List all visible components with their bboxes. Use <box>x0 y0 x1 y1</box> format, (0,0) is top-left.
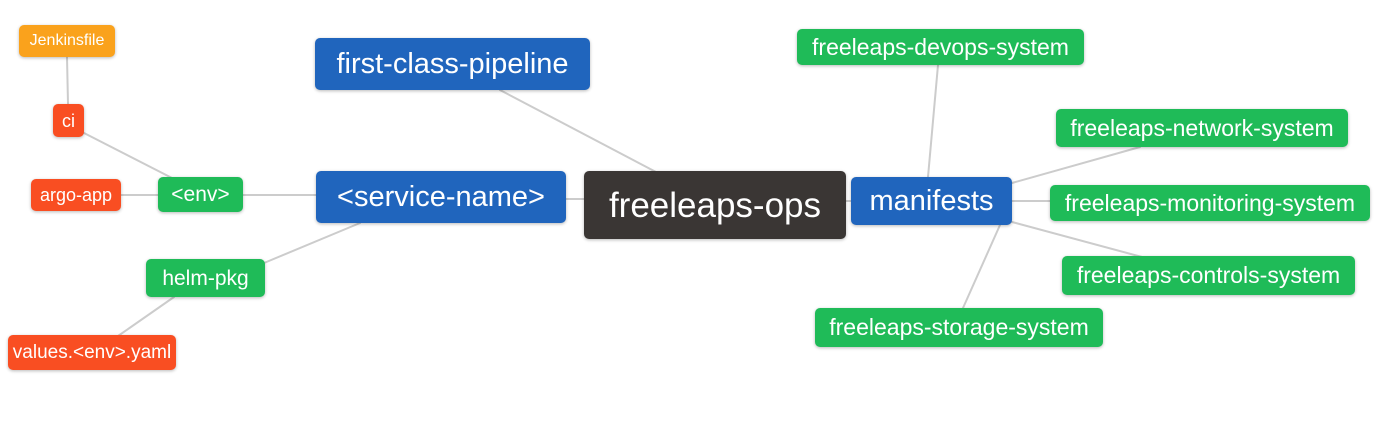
node-jenkinsfile[interactable]: Jenkinsfile <box>19 25 115 57</box>
edge-helm-pkg-values <box>117 296 175 337</box>
edge-first-class-pipeline-root <box>499 89 657 173</box>
node-freeleaps-controls-system[interactable]: freeleaps-controls-system <box>1062 256 1355 295</box>
node-env[interactable]: <env> <box>158 177 243 212</box>
node-helm-pkg[interactable]: helm-pkg <box>146 259 265 297</box>
edge-manifests-controls <box>1011 221 1143 258</box>
edge-manifests-devops <box>927 64 939 178</box>
node-freeleaps-storage-system[interactable]: freeleaps-storage-system <box>815 308 1103 347</box>
edge-service-name-helm-pkg <box>263 222 361 264</box>
node-freeleaps-monitoring-system[interactable]: freeleaps-monitoring-system <box>1050 185 1370 221</box>
node-freeleaps-devops-system[interactable]: freeleaps-devops-system <box>797 29 1084 65</box>
node-freeleaps-network-system[interactable]: freeleaps-network-system <box>1056 109 1348 147</box>
edge-manifests-storage <box>962 224 1001 309</box>
edge-ci-env <box>83 132 173 179</box>
node-ci[interactable]: ci <box>53 104 84 137</box>
node-service-name[interactable]: <service-name> <box>316 171 566 223</box>
node-values-env-yaml[interactable]: values.<env>.yaml <box>8 335 176 370</box>
edge-manifests-network <box>1011 146 1141 184</box>
node-freeleaps-ops-root[interactable]: freeleaps-ops <box>584 171 846 239</box>
edge-jenkinsfile-ci <box>66 56 69 105</box>
node-argo-app[interactable]: argo-app <box>31 179 121 211</box>
node-manifests[interactable]: manifests <box>851 177 1012 225</box>
node-first-class-pipeline[interactable]: first-class-pipeline <box>315 38 590 90</box>
